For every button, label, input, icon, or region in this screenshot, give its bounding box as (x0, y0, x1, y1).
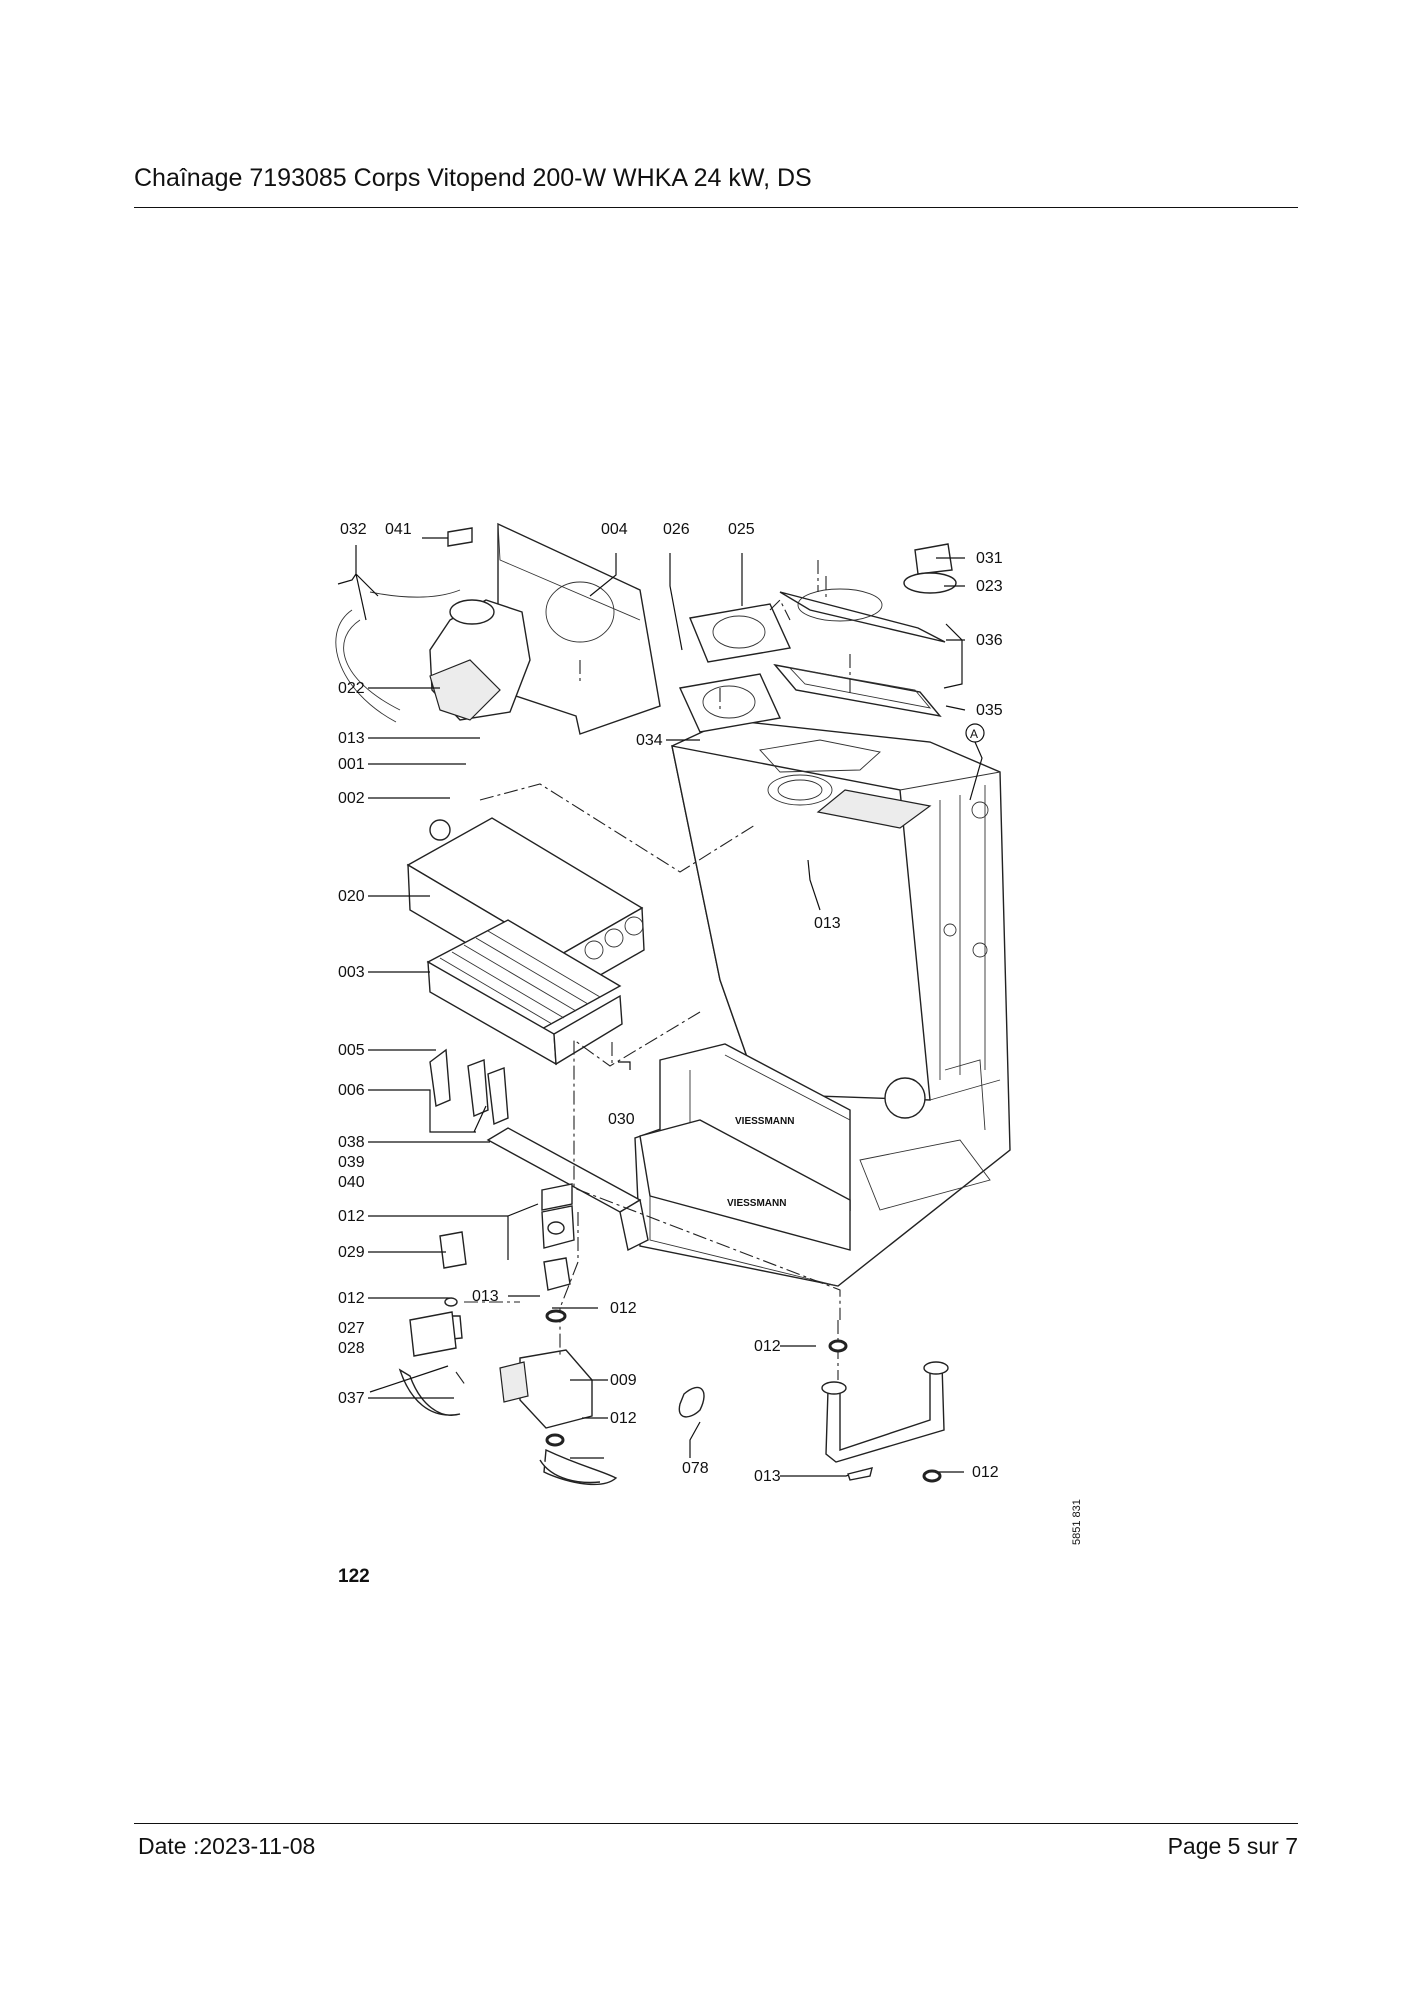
leader-lines (337, 537, 983, 1477)
callout-005: 005 (338, 1042, 365, 1059)
callout-038: 038 (338, 1134, 365, 1151)
callout-026: 026 (663, 521, 690, 538)
callout-012-c: 012 (610, 1300, 637, 1317)
callout-013-b: 013 (814, 915, 841, 932)
footer-page-number: Page 5 sur 7 (1167, 1833, 1298, 1859)
footer-date: Date :2023-11-08 (138, 1833, 316, 1859)
callout-036: 036 (976, 632, 1003, 649)
callout-020: 020 (338, 888, 365, 905)
callout-030: 030 (608, 1111, 635, 1128)
svg-text:VIESSMANN: VIESSMANN (735, 1116, 794, 1127)
water-pipe-bottom-right (821, 1361, 949, 1463)
callout-013-a: 013 (338, 730, 365, 747)
callout-A: A (970, 727, 978, 741)
callout-035: 035 (976, 702, 1003, 719)
callout-013-c: 013 (472, 1288, 499, 1305)
callout-labels: 032 041 004 026 025 031 023 036 035 A 02… (338, 521, 1083, 1545)
callout-031: 031 (976, 550, 1003, 567)
page-title: Chaînage 7193085 Corps Vitopend 200-W WH… (134, 164, 812, 192)
seals (444, 1221, 942, 1483)
callout-027: 027 (338, 1320, 365, 1337)
gas-valve-and-pipes (398, 1205, 705, 1486)
burner (426, 919, 623, 1066)
callout-023: 023 (976, 578, 1003, 595)
callout-078: 078 (682, 1460, 709, 1477)
footer-rule (134, 1823, 1298, 1824)
callout-040: 040 (338, 1174, 365, 1191)
callout-039: 039 (338, 1154, 365, 1171)
callout-012-f: 012 (972, 1464, 999, 1481)
callout-A-circle (965, 723, 985, 743)
electrodes-and-manifold (429, 1048, 649, 1252)
header-rule (134, 207, 1298, 208)
drawing-reference: 5851 831 (1071, 1499, 1083, 1545)
callout-012-b: 012 (338, 1290, 365, 1307)
top-gaskets (678, 543, 957, 733)
callout-012-a: 012 (338, 1208, 365, 1225)
callout-003: 003 (338, 964, 365, 981)
callout-009: 009 (610, 1372, 637, 1389)
callout-034: 034 (636, 732, 663, 749)
callout-025: 025 (728, 521, 755, 538)
callout-013-d: 013 (754, 1468, 781, 1485)
callout-012-e: 012 (610, 1410, 637, 1427)
svg-text:VIESSMANN: VIESSMANN (727, 1198, 786, 1209)
callout-029: 029 (338, 1244, 365, 1261)
callout-041: 041 (385, 521, 412, 538)
callout-022: 022 (338, 680, 365, 697)
callout-032: 032 (340, 521, 367, 538)
callout-037: 037 (338, 1390, 365, 1407)
callout-001: 001 (338, 756, 365, 773)
boiler-casing: VIESSMANN VIESSMANN (634, 719, 1011, 1287)
callout-028: 028 (338, 1340, 365, 1357)
callout-002: 002 (338, 790, 365, 807)
figure-number: 122 (338, 1566, 370, 1587)
callout-006: 006 (338, 1082, 365, 1099)
fan-and-back-panel (335, 522, 661, 735)
callout-004: 004 (601, 521, 628, 538)
callout-012-d: 012 (754, 1338, 781, 1355)
